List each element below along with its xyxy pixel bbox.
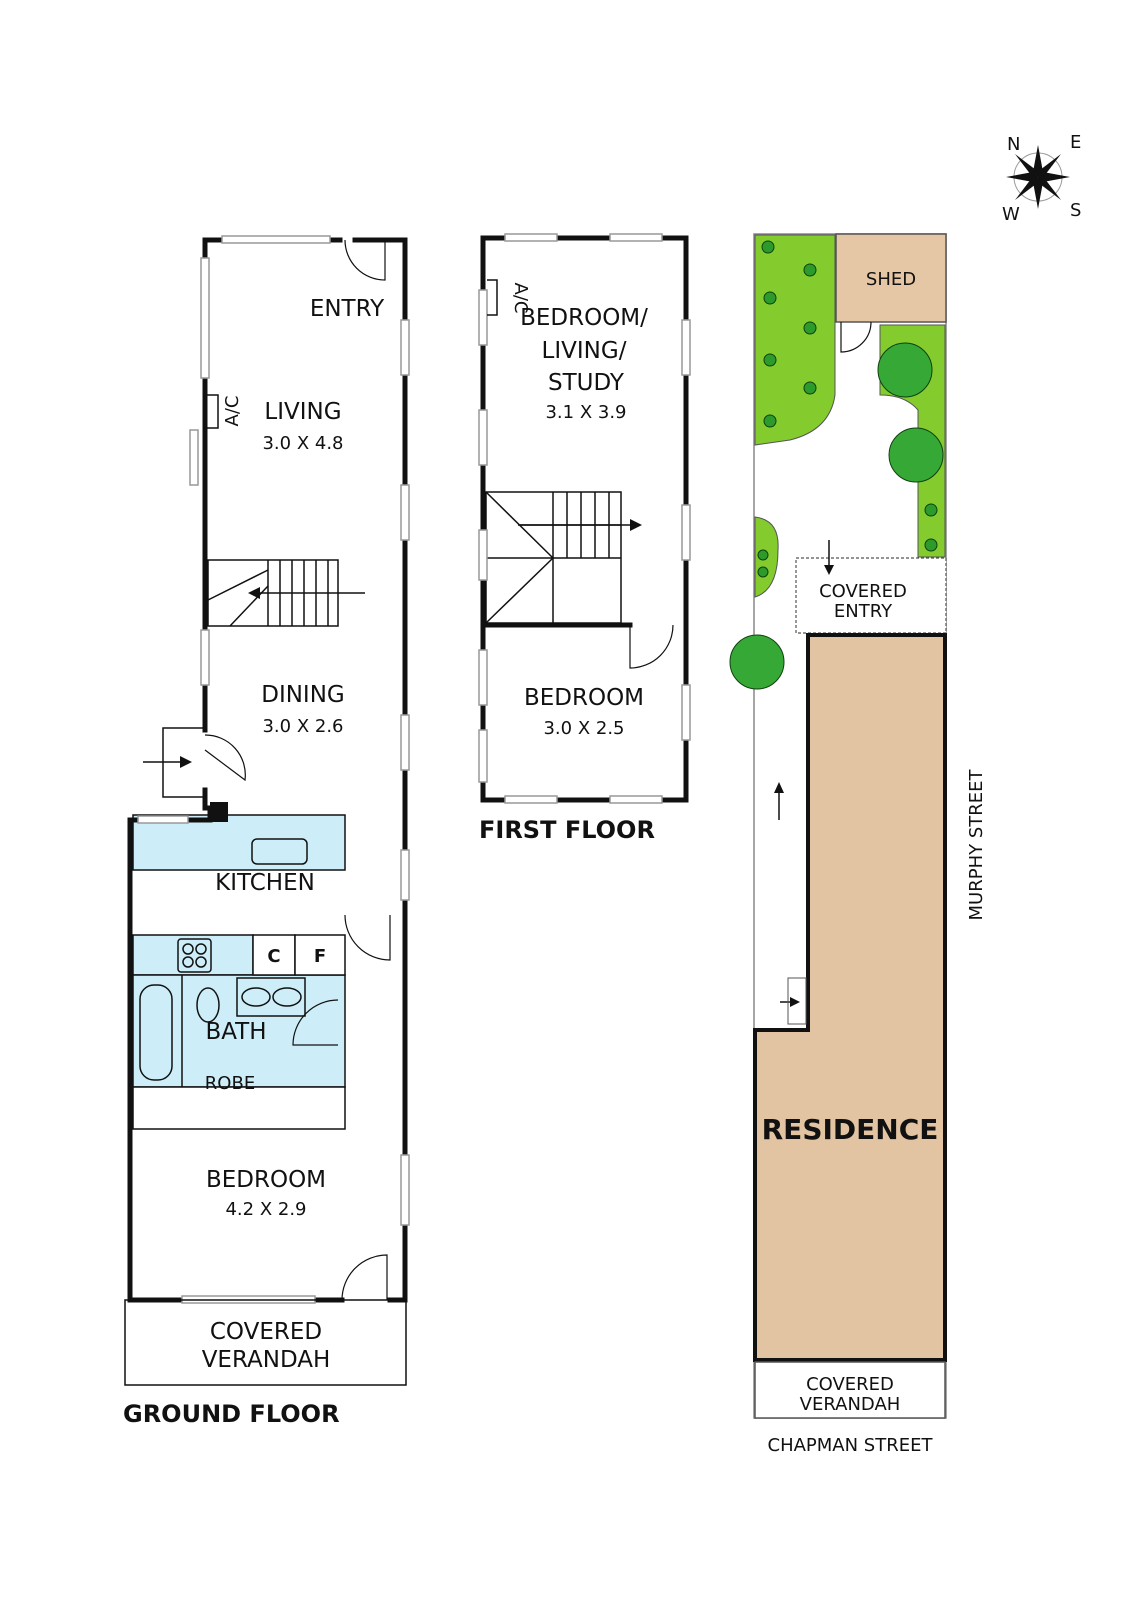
- bedroom-dims: 4.2 X 2.9: [225, 1199, 306, 1220]
- toilet-icon: [196, 987, 220, 1023]
- compass-rose-icon: N E S W: [1002, 132, 1081, 225]
- residence: [753, 633, 947, 1362]
- kitchen-cooktop-bench: [132, 934, 254, 976]
- compass-n: N: [1007, 134, 1020, 155]
- window: [478, 649, 488, 706]
- ground-verandah: [124, 1299, 407, 1386]
- living-dims: 3.0 X 4.8: [262, 433, 343, 454]
- bath-label: BATH: [205, 1019, 266, 1045]
- entry-door[interactable]: [344, 239, 386, 281]
- window: [400, 484, 410, 541]
- window: [681, 684, 691, 741]
- bedroom-label: BEDROOM: [206, 1167, 326, 1193]
- window: [504, 233, 558, 242]
- site-plan: SHED COVERED ENTRY RESIDENCE COVERED VER…: [729, 233, 987, 1456]
- living-label: LIVING: [264, 399, 341, 425]
- window: [200, 629, 210, 686]
- covered-entry: [795, 557, 947, 634]
- chapman-street-label: CHAPMAN STREET: [768, 1435, 934, 1456]
- entry-label: ENTRY: [310, 296, 385, 322]
- first-floor-plan: A/C BEDROOM/ LIVING/ STUDY 3.1 X 3.9 BED…: [478, 233, 691, 844]
- side-door[interactable]: [204, 734, 246, 782]
- bathroom-area: [132, 974, 346, 1088]
- kitchen-door[interactable]: [344, 914, 391, 961]
- window: [221, 235, 331, 244]
- bathtub-icon: [139, 984, 173, 1081]
- first-floor-stairs: [485, 491, 642, 624]
- ac-label: A/C: [510, 283, 531, 314]
- garden-bed: [754, 234, 836, 446]
- sink-icon: [251, 838, 308, 865]
- window: [400, 849, 410, 901]
- window: [478, 729, 488, 783]
- window: [189, 429, 199, 486]
- window: [400, 1154, 410, 1226]
- kitchen-bench: [132, 814, 346, 871]
- window: [478, 409, 488, 466]
- bls-label-1: BEDROOM/: [520, 305, 648, 331]
- bls-dims: 3.1 X 3.9: [545, 402, 626, 423]
- residence-label: RESIDENCE: [762, 1113, 939, 1146]
- window: [137, 815, 189, 824]
- window: [478, 289, 488, 346]
- window: [400, 319, 410, 376]
- verandah-label-1: COVERED: [210, 1319, 322, 1345]
- fridge-label: F: [314, 946, 326, 967]
- site-verandah-label-1: COVERED: [806, 1374, 894, 1395]
- dining-label: DINING: [261, 682, 345, 708]
- shrub-icons: [757, 240, 938, 578]
- compass-w: W: [1002, 204, 1020, 225]
- murphy-street-label: MURPHY STREET: [966, 769, 987, 921]
- fridge-space: [294, 934, 346, 976]
- robe-label: ROBE: [205, 1073, 255, 1094]
- covered-entry-label-1: COVERED: [819, 581, 907, 602]
- bedroom-label: BEDROOM: [524, 685, 644, 711]
- bls-label-2: LIVING/: [542, 338, 627, 364]
- robe: [132, 1086, 346, 1130]
- compass-e: E: [1070, 132, 1081, 153]
- ground-floor-title: GROUND FLOOR: [123, 1400, 340, 1428]
- window: [400, 714, 410, 771]
- dining-dims: 3.0 X 2.6: [262, 716, 343, 737]
- cooktop-icon: [177, 938, 212, 973]
- site-verandah: [754, 1361, 946, 1419]
- compass-s: S: [1070, 200, 1081, 221]
- window: [478, 529, 488, 581]
- bls-label-3: STUDY: [548, 370, 625, 396]
- bath-door[interactable]: [292, 999, 339, 1046]
- site-verandah-label-2: VERANDAH: [800, 1394, 901, 1415]
- ground-floor-plan: A/C ENTRY LIVING 3.0 X 4.8 DINING 3.0 X …: [123, 235, 410, 1428]
- verandah-label-2: VERANDAH: [202, 1347, 331, 1373]
- ac-label: A/C: [222, 396, 243, 427]
- verandah-door[interactable]: [341, 1254, 388, 1301]
- shed: [835, 233, 947, 323]
- ground-floor-stairs: [207, 559, 365, 627]
- window: [504, 795, 558, 804]
- vanity-icon: [236, 977, 306, 1017]
- cupboard-label: C: [267, 946, 280, 967]
- window: [681, 319, 691, 376]
- shed-door: [840, 321, 872, 353]
- window: [609, 795, 663, 804]
- window: [681, 504, 691, 561]
- first-floor-title: FIRST FLOOR: [479, 816, 655, 844]
- bedroom-dims: 3.0 X 2.5: [543, 718, 624, 739]
- shed-label: SHED: [866, 269, 916, 290]
- window: [200, 257, 210, 379]
- bedroom-door[interactable]: [629, 624, 674, 669]
- covered-entry-label-2: ENTRY: [834, 601, 893, 622]
- tree-icons: [729, 342, 944, 690]
- window: [609, 233, 663, 242]
- kitchen-label: KITCHEN: [215, 870, 315, 896]
